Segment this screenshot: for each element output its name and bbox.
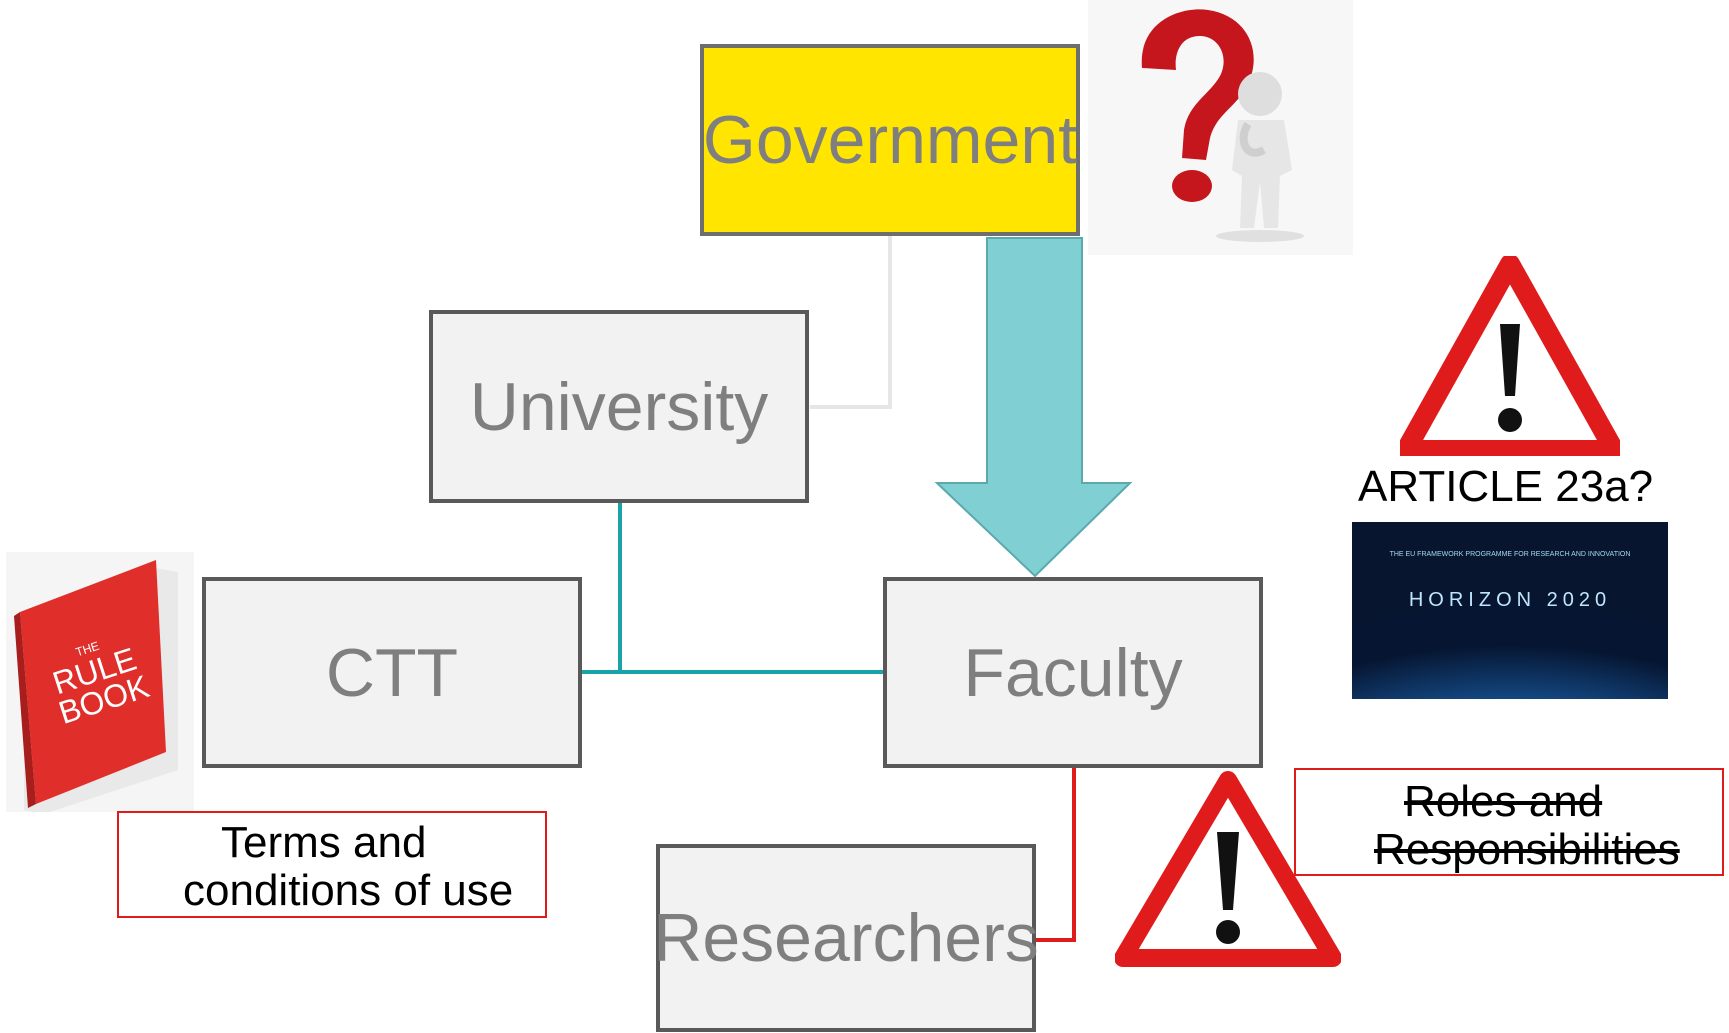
researchers-box: Researchers [653,844,1039,1032]
faculty-box: Faculty [883,577,1263,768]
warning-triangle-icon [1115,771,1341,967]
terms-line-1: Terms and [221,818,427,867]
ctt-box: CTT [202,577,582,768]
government-label: Government [702,102,1078,178]
roles-line-2: Responsibilities [1374,825,1680,874]
terms-note: Terms and conditions of use [117,811,547,918]
horizon-subtitle: THE EU FRAMEWORK PROGRAMME FOR RESEARCH … [1390,551,1631,558]
government-box: Government [700,44,1080,236]
university-box: University [429,310,809,503]
horizon-text: HORIZON 2020 [1409,589,1611,611]
down-arrow [934,237,1133,578]
rulebook-image: THE RULE BOOK [6,552,194,812]
article-label: ARTICLE 23a? [1358,462,1654,511]
terms-line-2: conditions of use [183,866,514,915]
faculty-researchers-connector [1036,768,1076,942]
university-ctt-connector [580,503,622,674]
government-university-connector [810,235,892,409]
faculty-label: Faculty [963,634,1183,711]
university-label: University [469,368,769,445]
warning-triangle-icon [1400,256,1620,456]
horizon-2020-logo: THE EU FRAMEWORK PROGRAMME FOR RESEARCH … [1352,522,1668,699]
ctt-label: CTT [325,634,459,711]
researchers-label: Researchers [653,900,1039,976]
roles-line-1: Roles and [1404,777,1603,826]
roles-note: Roles and Responsibilities [1294,768,1724,876]
question-mark-figure-icon [1088,0,1353,255]
